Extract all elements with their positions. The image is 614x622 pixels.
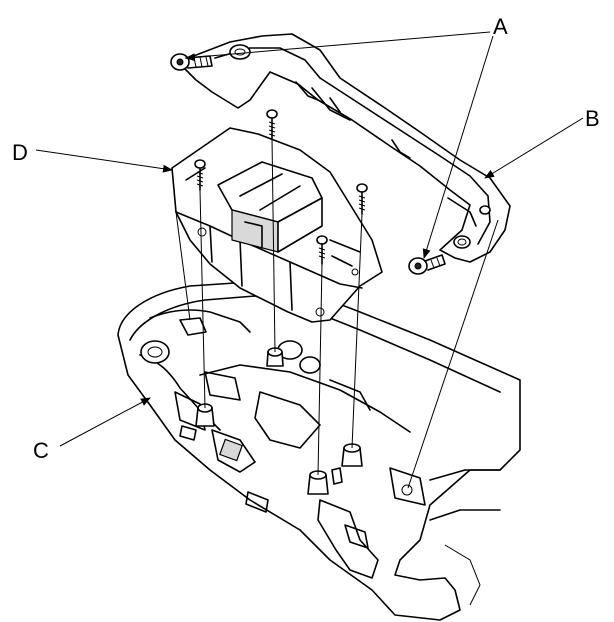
- console-housing-c: [117, 281, 521, 621]
- screw-a-lower: [408, 254, 446, 275]
- screw-d4: [316, 235, 328, 265]
- alignment-lines: [175, 137, 499, 489]
- callout-b: B: [585, 106, 600, 131]
- callout-c: C: [33, 438, 49, 463]
- locating-pin: [331, 467, 343, 485]
- callout-d: D: [12, 140, 28, 165]
- control-unit-d: [171, 127, 383, 323]
- screw-d3: [356, 183, 368, 215]
- bracket-b: [177, 33, 511, 263]
- leader-lines: [35, 31, 584, 447]
- callout-a: A: [493, 14, 508, 39]
- screw-d2: [194, 159, 206, 191]
- screw-d1: [266, 109, 278, 139]
